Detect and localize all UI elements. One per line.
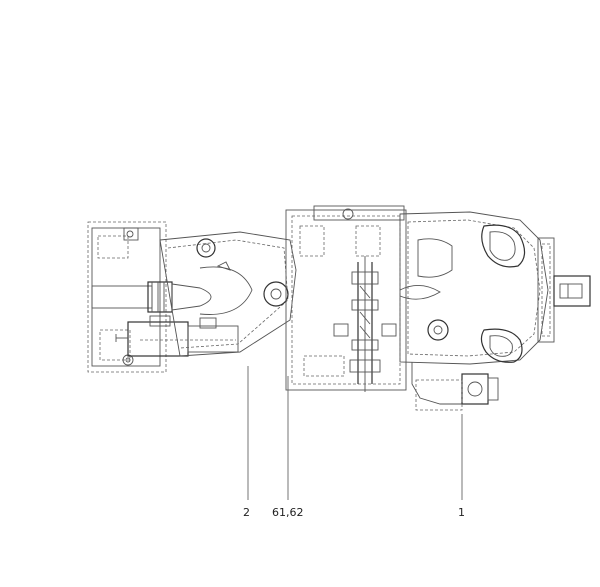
flange-shaft [537, 237, 591, 343]
valve-spindle [349, 256, 381, 392]
callout-61-62-label: 61,62 [272, 506, 304, 519]
central-body [285, 205, 407, 391]
middle-housing [159, 231, 297, 357]
control-cylinder [115, 315, 239, 357]
leader-lines [247, 366, 463, 500]
elbow-fitting [411, 362, 499, 411]
left-end-housing [87, 221, 167, 373]
callout-2-label: 2 [243, 506, 250, 519]
main-housing [399, 211, 549, 365]
callout-1-label: 1 [458, 506, 465, 519]
port-fitting [91, 281, 212, 313]
